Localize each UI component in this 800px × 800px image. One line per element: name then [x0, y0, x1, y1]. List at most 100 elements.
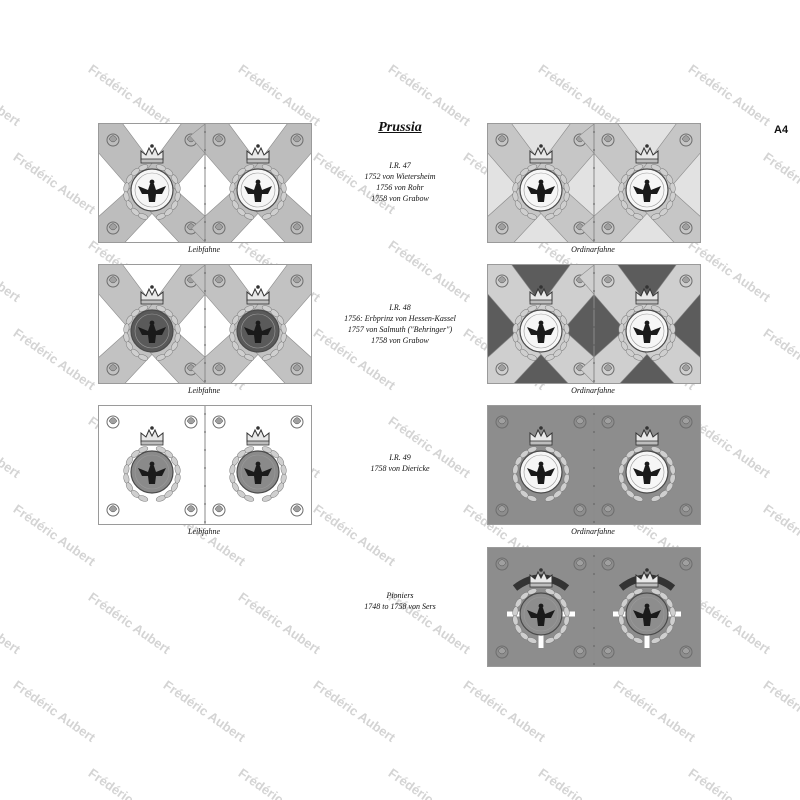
- flag-pioniers: [487, 547, 701, 667]
- regiment-history-line: 1758 von Diericke: [370, 464, 430, 473]
- pole-nail: [204, 326, 206, 328]
- corner-ornament-icon: [679, 362, 693, 376]
- eagle-icon: [633, 179, 661, 202]
- wreath-icon: [618, 446, 676, 502]
- regiment-name: I.R. 47: [389, 161, 411, 170]
- crown-icon: [140, 144, 164, 164]
- watermark-text: Frédéric Aubert: [610, 677, 699, 745]
- pole-nail: [204, 467, 206, 469]
- pole-nail: [593, 467, 595, 469]
- corner-ornament-icon: [106, 274, 120, 288]
- regiment-name: I.R. 48: [389, 303, 411, 312]
- pole-nail: [593, 609, 595, 611]
- corner-ornament-icon: [106, 133, 120, 147]
- flag-panel: [189, 124, 311, 242]
- corner-ornament-icon: [679, 415, 693, 429]
- watermark-text: Frédéric Aubert: [85, 765, 174, 800]
- pole-nail: [593, 131, 595, 133]
- pole-nail: [593, 203, 595, 205]
- page-code: A4: [774, 124, 789, 136]
- watermark-text: Frédéric Aubert: [0, 413, 24, 481]
- corner-ornament-icon: [495, 362, 509, 376]
- corner-ornament-icon: [290, 221, 304, 235]
- pole-nail: [204, 521, 206, 523]
- wreath-icon: [512, 588, 570, 644]
- corner-ornament-icon: [679, 645, 693, 659]
- pole-nail: [204, 203, 206, 205]
- corner-ornament-icon: [679, 503, 693, 517]
- corner-ornament-icon: [573, 645, 587, 659]
- watermark-text: Frédéric Aubert: [0, 765, 23, 800]
- pole-nail: [593, 573, 595, 575]
- pole-nail: [593, 413, 595, 415]
- pole-nail: [204, 431, 206, 433]
- regiment-info: I.R. 49 1758 von Diericke: [300, 452, 500, 474]
- crown-icon: [529, 426, 553, 446]
- corner-ornament-icon: [601, 415, 615, 429]
- corner-ornament-icon: [679, 133, 693, 147]
- regiment-history-line: 1756: Erbprinz von Hessen-Kassel: [344, 314, 456, 323]
- pole-nail: [593, 627, 595, 629]
- corner-ornament-icon: [184, 415, 198, 429]
- watermark-text: Frédéric Aubert: [235, 61, 324, 129]
- pole-nail: [204, 413, 206, 415]
- pole-nail: [204, 131, 206, 133]
- flag-panel: [99, 406, 205, 524]
- eagle-icon: [527, 320, 555, 343]
- regiment-history-line: 1748 to 1758 von Sers: [364, 602, 436, 611]
- eagle-icon: [138, 179, 166, 202]
- corner-ornament-icon: [495, 645, 509, 659]
- eagle-icon: [244, 320, 272, 343]
- wreath-icon: [618, 164, 676, 220]
- flag-leibfahne: [98, 123, 312, 243]
- corner-ornament-icon: [212, 274, 226, 288]
- corner-ornament-icon: [212, 221, 226, 235]
- watermark-text: Frédéric Aubert: [310, 677, 399, 745]
- pole-nail: [593, 239, 595, 241]
- corner-ornament-icon: [679, 557, 693, 571]
- watermark-text: Frédéric Aubert: [760, 501, 800, 569]
- watermark-text: Frédéric Aubert: [0, 61, 24, 129]
- eagle-icon: [244, 461, 272, 484]
- watermark-text: Frédéric Aubert: [0, 237, 24, 305]
- pole-nail: [593, 663, 595, 665]
- pole-nail: [593, 645, 595, 647]
- pole-nail: [593, 449, 595, 451]
- pole-nail: [593, 272, 595, 274]
- pole-nail: [593, 149, 595, 151]
- flag-panel: [205, 406, 311, 524]
- regiment-history-line: 1758 von Grabow: [371, 194, 429, 203]
- flag-caption: Ordinarfahne: [571, 245, 615, 254]
- pole-nail: [593, 485, 595, 487]
- corner-ornament-icon: [601, 557, 615, 571]
- crown-icon: [635, 144, 659, 164]
- pole-nail: [593, 167, 595, 169]
- watermark-text: Frédéric Aubert: [85, 61, 174, 129]
- flag-panel: [488, 406, 594, 524]
- corner-ornament-icon: [290, 274, 304, 288]
- watermark-text: Frédéric Aubert: [685, 765, 774, 800]
- flag-panel: [488, 265, 610, 383]
- watermark-text: Frédéric Aubert: [760, 677, 800, 745]
- flag-panel: [594, 548, 700, 666]
- eagle-icon: [633, 320, 661, 343]
- corner-ornament-icon: [573, 503, 587, 517]
- wreath-icon: [618, 588, 676, 644]
- pole-nail: [593, 308, 595, 310]
- regiment-history-line: 1757 von Salmuth ("Behringer"): [347, 325, 453, 334]
- corner-ornament-icon: [212, 133, 226, 147]
- wreath-icon: [123, 305, 181, 361]
- regiment-history-line: 1758 von Grabow: [371, 336, 429, 345]
- corner-ornament-icon: [212, 503, 226, 517]
- corner-ornament-icon: [106, 221, 120, 235]
- crown-icon: [635, 285, 659, 305]
- flag-caption: Leibfahne: [188, 245, 220, 254]
- flag-ordinarfahne: [487, 123, 701, 243]
- watermark-text: Frédéric Aubert: [235, 765, 324, 800]
- flag-panel: [578, 124, 700, 242]
- corner-ornament-icon: [573, 557, 587, 571]
- pole-nail: [204, 185, 206, 187]
- wreath-icon: [618, 305, 676, 361]
- wreath-icon: [229, 446, 287, 502]
- corner-ornament-icon: [679, 274, 693, 288]
